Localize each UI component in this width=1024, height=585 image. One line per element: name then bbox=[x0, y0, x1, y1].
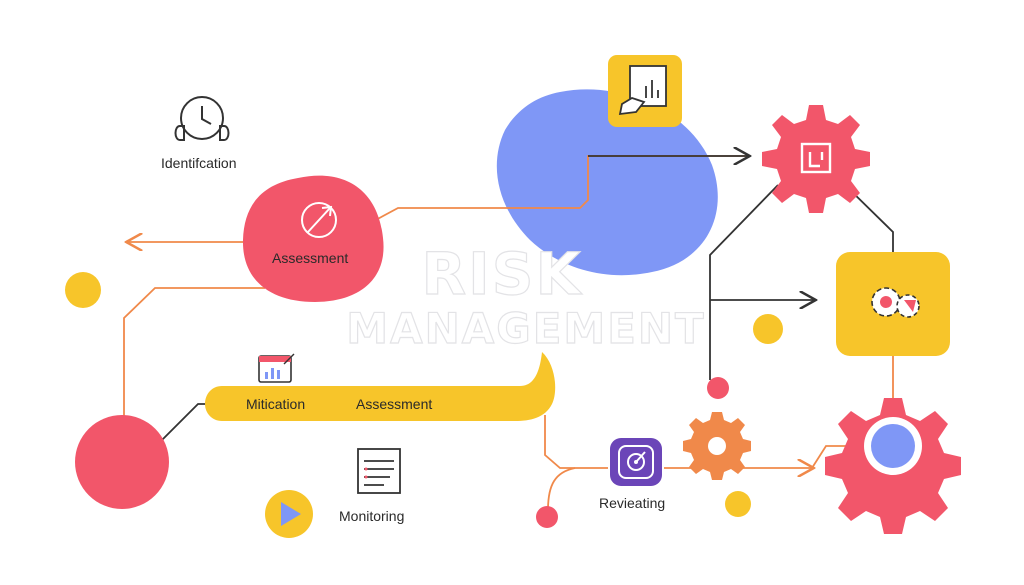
gear-icon bbox=[762, 105, 870, 213]
connector-gear-bottom bbox=[811, 445, 848, 469]
connector-bar-to-reviewing bbox=[544, 415, 608, 469]
yellow-dot-mid bbox=[753, 314, 783, 344]
connector-gear-top-to-card bbox=[844, 184, 894, 252]
gear-bottom bbox=[825, 398, 961, 534]
mitigation-label: Mitication bbox=[246, 396, 306, 412]
yellow-dot-bottom bbox=[725, 491, 751, 517]
blue-blob bbox=[496, 89, 718, 276]
gauge-icon bbox=[610, 438, 662, 486]
assessment-label: Assessment bbox=[272, 250, 349, 266]
connector-assessment-to-left-circle bbox=[123, 287, 265, 418]
gear-small bbox=[683, 412, 751, 480]
document-list-icon bbox=[357, 448, 401, 494]
reviewing-label: Revieating bbox=[599, 495, 666, 511]
mitigation-bar bbox=[205, 352, 556, 421]
identification-label: Identifcation bbox=[161, 155, 237, 171]
diagram-title-line1: RISK bbox=[421, 239, 583, 308]
play-icon bbox=[265, 490, 313, 538]
diagram-title-line2: MANAGEMENT bbox=[346, 303, 706, 353]
assessment-blob bbox=[242, 175, 384, 302]
monitoring-label: Monitoring bbox=[339, 508, 405, 524]
left-coral-circle bbox=[75, 415, 169, 509]
connector-branch-down bbox=[547, 467, 576, 511]
coral-dot-mid bbox=[707, 377, 729, 399]
clock-headset-icon bbox=[174, 96, 230, 141]
connector-gear-top-down bbox=[709, 184, 779, 380]
bar-chart-browser-icon bbox=[258, 353, 295, 383]
mitigation-assessment-label: Assessment bbox=[356, 396, 433, 412]
hand-chart-icon bbox=[618, 65, 667, 116]
target-arrow-icon bbox=[301, 202, 337, 238]
yellow-dot-left bbox=[65, 272, 101, 308]
coral-dot-bottom bbox=[536, 506, 558, 528]
gears-icon bbox=[871, 287, 920, 318]
